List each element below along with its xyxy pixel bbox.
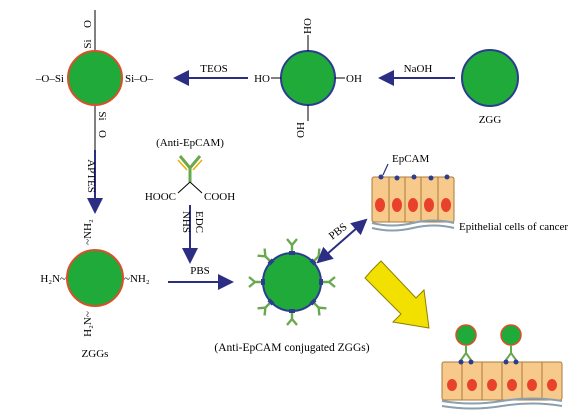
label-nh2-bottom: H₂N~	[82, 311, 94, 337]
label-aptes: APTES	[85, 159, 97, 193]
binding-arrow	[364, 260, 430, 329]
label-zgg: ZGG	[479, 114, 502, 126]
label-si-top: Si	[82, 39, 94, 48]
label-si-bottom: Si	[96, 111, 108, 120]
label-si-left: –O–Si	[35, 73, 64, 85]
epithelial-cells: EpCAM Epithelial cells of cancer	[371, 153, 568, 233]
label-nh2-right: ~NH₂	[124, 273, 150, 285]
label-pbs-main: PBS	[190, 265, 210, 277]
label-anti-epcam: (Anti-EpCAM)	[156, 137, 224, 149]
label-teos: TEOS	[200, 63, 228, 75]
label-oh-top: OH	[301, 18, 313, 34]
label-oh-bottom: OH	[295, 122, 307, 138]
label-naoh: NaOH	[404, 63, 433, 75]
targeted-cells	[441, 324, 563, 410]
bare-zgg	[461, 49, 519, 107]
silica-coated-zgg: O Si –O–Si Si–O– Si O	[35, 10, 154, 160]
label-pbs-diag: PBS	[327, 221, 350, 243]
label-conjugated: (Anti-EpCAM conjugated ZGGs)	[214, 342, 369, 354]
label-oh-left: HO	[254, 73, 270, 85]
label-cooh: COOH	[204, 191, 235, 203]
label-edc: EDC	[193, 211, 205, 233]
label-oh-right: OH	[346, 73, 362, 85]
label-zggs: ZGGs	[82, 348, 109, 360]
amine-functionalized-zgg: ~NH₂ H₂N~ ~NH₂ H₂N~ ZGGs	[40, 219, 150, 360]
label-hooc: HOOC	[145, 191, 176, 203]
arrow-pbs-diagonal	[316, 218, 368, 264]
conjugated-zgg: (Anti-EpCAM conjugated ZGGs)	[214, 237, 370, 354]
label-epithelial: Epithelial cells of cancer	[459, 221, 568, 233]
label-nh2-left: H₂N~	[40, 273, 66, 285]
label-o-top: O	[82, 20, 94, 28]
hydroxylated-zgg: OH HO OH OH	[254, 18, 362, 138]
label-epcam: EpCAM	[392, 153, 430, 165]
label-nhs: NHS	[180, 211, 192, 233]
label-nh2-top: ~NH₂	[82, 219, 94, 245]
antibody-activation: (Anti-EpCAM) HOOC COOH NHS EDC	[145, 137, 235, 264]
label-si-right: Si–O–	[125, 73, 154, 85]
antibody-icon	[178, 155, 202, 182]
label-o-bottom: O	[96, 130, 108, 138]
